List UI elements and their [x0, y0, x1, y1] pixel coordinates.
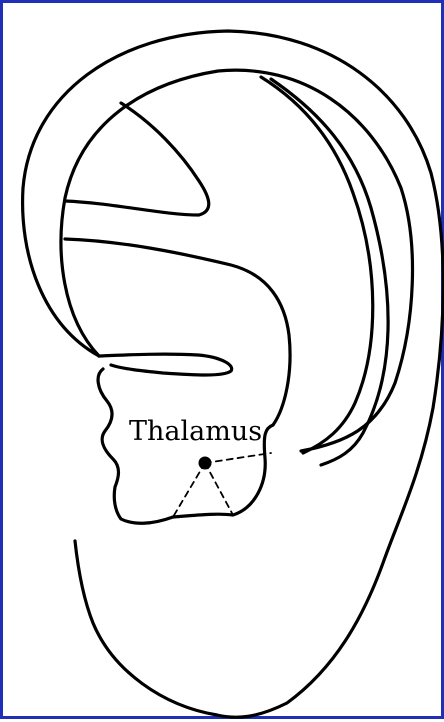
antihelix-ridge	[261, 77, 373, 453]
ear-diagram: Thalamus	[3, 3, 444, 722]
dashed-guide-right	[205, 453, 271, 463]
helix-crus	[99, 354, 232, 375]
thalamus-label: Thalamus	[129, 416, 262, 447]
thalamus-point-marker	[199, 457, 212, 470]
dashed-guide-lower-left	[173, 463, 205, 517]
helix-outer-outline	[23, 31, 444, 717]
inferior-crus	[65, 239, 290, 425]
superior-crus	[65, 103, 209, 215]
dashed-guide-lower-right	[205, 463, 233, 515]
